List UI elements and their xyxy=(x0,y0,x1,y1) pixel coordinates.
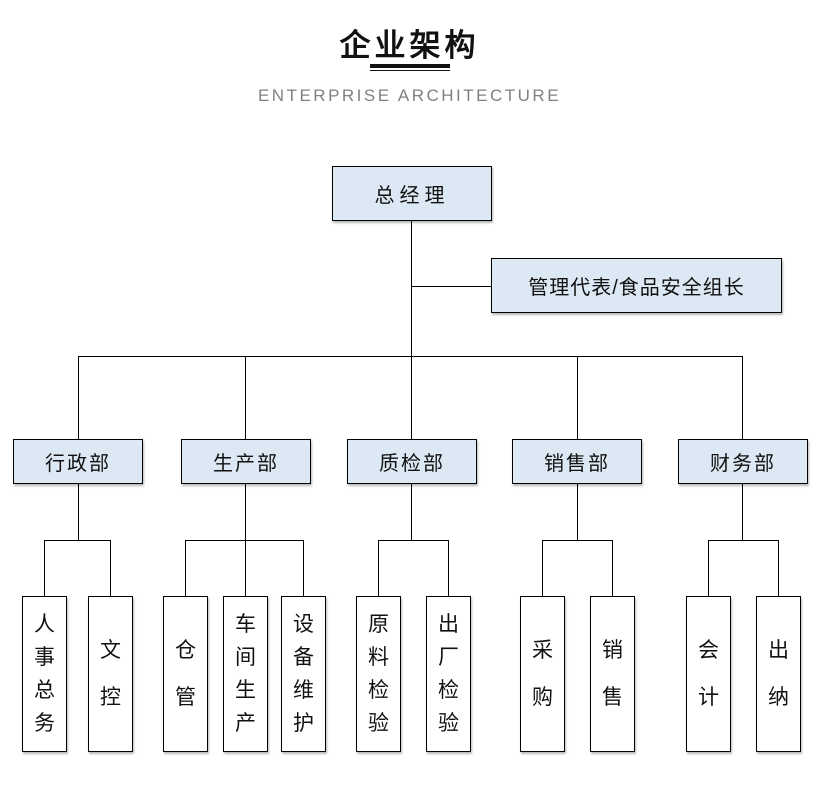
connector-drop-leaf xyxy=(542,540,543,597)
node-raw-material-inspection: 原料检验 xyxy=(356,596,401,752)
connector-child-bus xyxy=(44,540,110,541)
node-equipment-maintenance: 设备维护 xyxy=(281,596,326,752)
node-sales: 销售 xyxy=(590,596,635,752)
connector-staff-branch xyxy=(412,286,492,287)
connector-drop-leaf xyxy=(708,540,709,597)
connector-child-bus xyxy=(708,540,779,541)
node-finance-dept: 财务部 xyxy=(678,439,808,484)
connector-drop-leaf xyxy=(303,540,304,597)
connector-main-bus xyxy=(78,356,743,357)
connector-dept-stem xyxy=(245,484,246,541)
node-document-control: 文控 xyxy=(88,596,133,752)
connector-trunk xyxy=(411,221,412,357)
node-sales-dept: 销售部 xyxy=(512,439,642,484)
connector-drop-leaf xyxy=(110,540,111,597)
node-warehouse: 仓管 xyxy=(163,596,208,752)
node-production-dept: 生产部 xyxy=(181,439,311,484)
connector-drop-leaf xyxy=(185,540,186,597)
node-outgoing-inspection: 出厂检验 xyxy=(426,596,471,752)
connector-drop-dept xyxy=(78,356,79,440)
connector-dept-stem xyxy=(411,484,412,541)
connector-child-bus xyxy=(542,540,612,541)
page-subtitle: ENTERPRISE ARCHITECTURE xyxy=(257,86,562,105)
node-workshop-production: 车间生产 xyxy=(223,596,268,752)
connector-dept-stem xyxy=(742,484,743,541)
connector-child-bus xyxy=(185,540,303,541)
connector-drop-leaf xyxy=(378,540,379,597)
connector-drop-leaf xyxy=(44,540,45,597)
connector-dept-stem xyxy=(78,484,79,541)
connector-child-bus xyxy=(378,540,448,541)
node-management-representative: 管理代表/食品安全组长 xyxy=(491,258,782,313)
connector-drop-leaf xyxy=(778,540,779,597)
connector-drop-dept xyxy=(577,356,578,440)
node-hr-general-affairs: 人事总务 xyxy=(22,596,67,752)
node-quality-dept: 质检部 xyxy=(347,439,477,484)
node-cashier: 出纳 xyxy=(756,596,801,752)
node-admin-dept: 行政部 xyxy=(13,439,143,484)
node-accounting: 会计 xyxy=(686,596,731,752)
node-general-manager: 总经理 xyxy=(332,166,492,221)
node-procurement: 采购 xyxy=(520,596,565,752)
page-title: 企业架构 xyxy=(339,28,480,63)
connector-dept-stem xyxy=(577,484,578,541)
connector-drop-dept xyxy=(411,356,412,440)
connector-drop-dept xyxy=(245,356,246,440)
connector-drop-leaf xyxy=(448,540,449,597)
title-underline xyxy=(369,64,450,71)
connector-drop-dept xyxy=(742,356,743,440)
connector-drop-leaf xyxy=(245,540,246,597)
connector-drop-leaf xyxy=(612,540,613,597)
